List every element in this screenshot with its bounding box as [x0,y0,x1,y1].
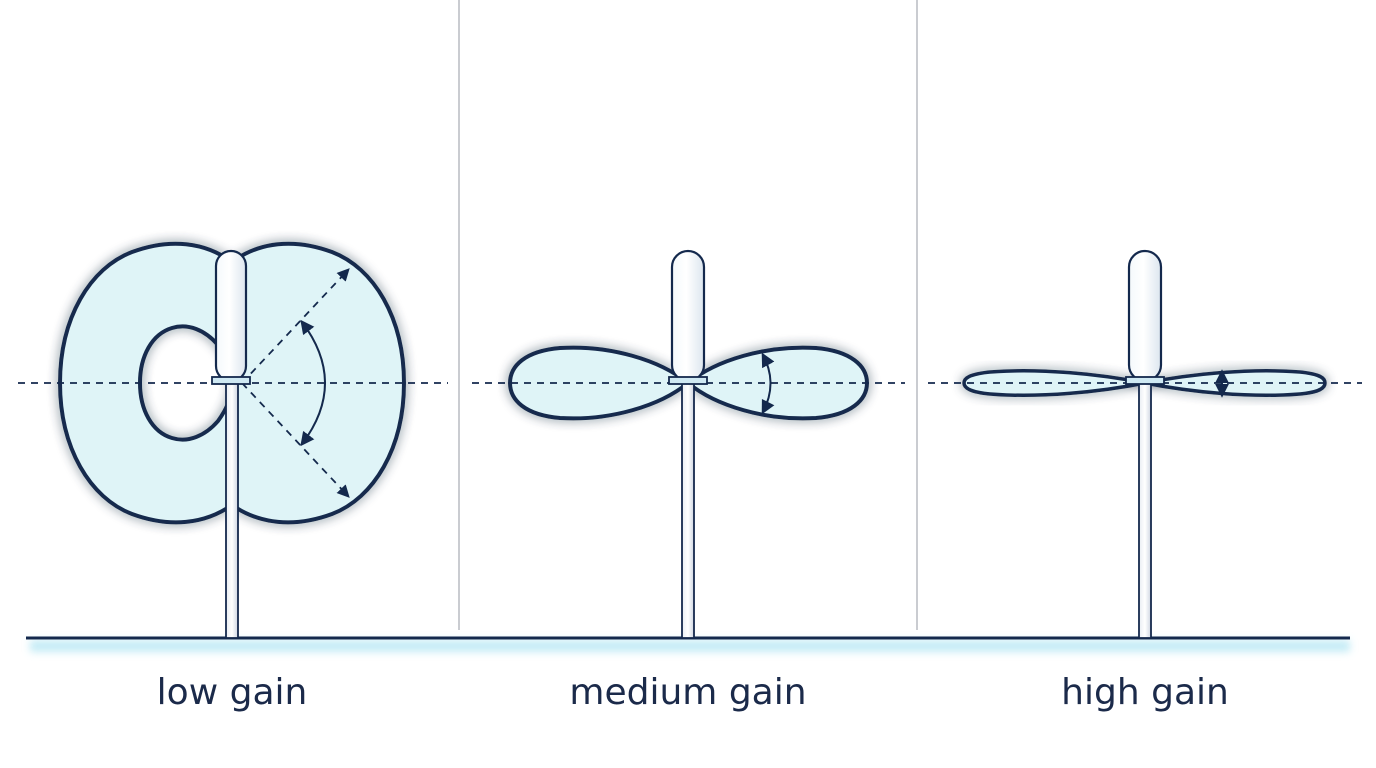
panel-high-gain: high gain [928,249,1362,713]
panel-medium-gain: medium gain [472,249,905,713]
beam-width-arc-medium [761,352,775,415]
antenna-mast-high [1138,382,1152,639]
antenna-base-low [211,376,251,385]
panel-low-gain: low gain [18,241,448,713]
ground-glow [30,640,1350,652]
label-medium-gain: medium gain [569,672,806,713]
antenna-element-medium [670,249,706,383]
label-high-gain: high gain [1061,672,1229,713]
antenna-base-high [1125,376,1165,385]
beam-width-arc-low [300,319,326,447]
antenna-mast-low [225,382,239,639]
antenna-mast-medium [681,382,695,639]
antenna-base-medium [668,376,708,385]
antenna-element-low [214,249,248,383]
antenna-element-high [1127,249,1163,383]
label-low-gain: low gain [157,672,308,713]
